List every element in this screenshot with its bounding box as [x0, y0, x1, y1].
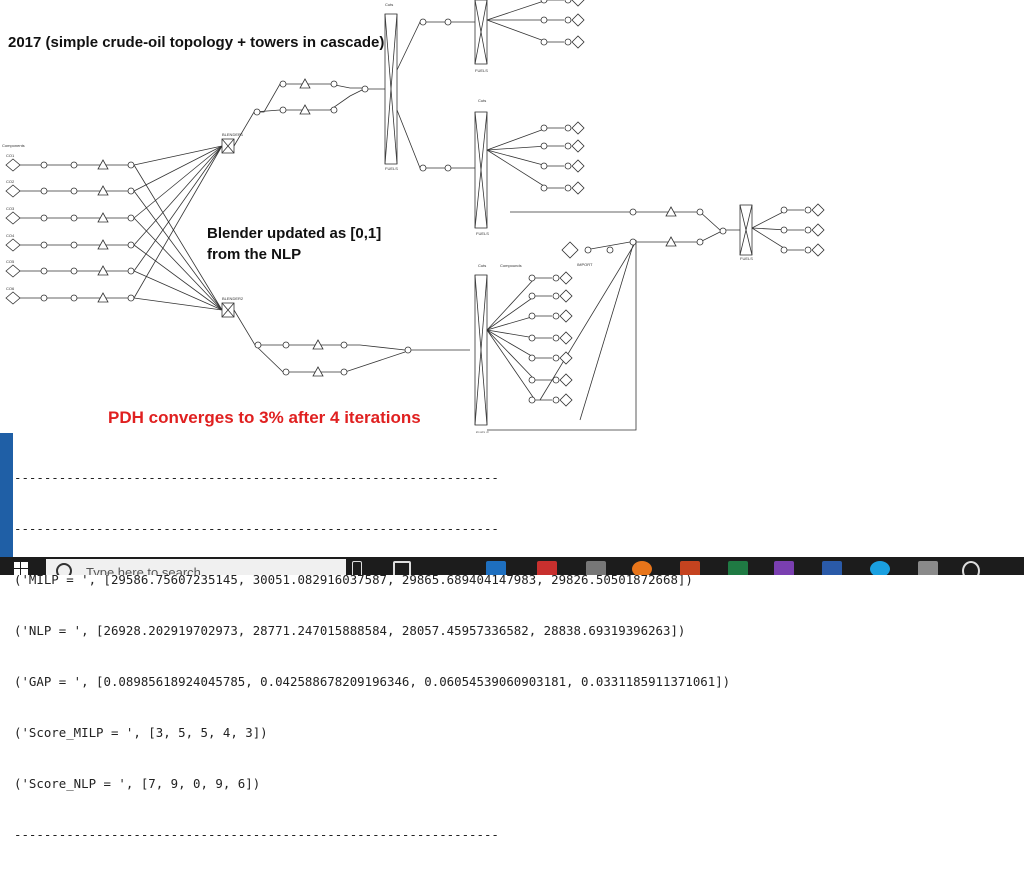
console-line: ('NLP = ', [26928.202919702973, 28771.24…: [14, 623, 686, 638]
powerpoint-icon[interactable]: [680, 561, 700, 575]
console-line: ('Score_MILP = ', [3, 5, 5, 4, 3]): [14, 725, 268, 740]
taskbar-search-box[interactable]: Type here to search: [46, 559, 346, 575]
console-line: ----------------------------------------…: [14, 827, 499, 842]
app-icon[interactable]: [962, 561, 980, 575]
svg-text:FUELS: FUELS: [476, 231, 489, 236]
component-id: CO5: [6, 259, 15, 264]
svg-text:Cuts: Cuts: [478, 98, 486, 103]
component-diamond: [5, 158, 21, 172]
microphone-icon[interactable]: [352, 561, 362, 575]
console-lines: ----------------------------------------…: [14, 435, 730, 877]
app-icon[interactable]: [586, 561, 606, 575]
console-line: ----------------------------------------…: [14, 521, 499, 536]
component-id: CO2: [6, 179, 15, 184]
svg-text:FUELS: FUELS: [740, 256, 753, 261]
compounds-label: Compounds: [500, 263, 522, 268]
component-diamond: [5, 211, 21, 225]
console-accent-bar: [0, 433, 13, 557]
process-topology-diagram: Components Cuts Cuts Cuts Compounds FUEL…: [2, 0, 825, 435]
component-diamond: [5, 184, 21, 198]
console-line: ----------------------------------------…: [14, 470, 499, 485]
blender1-label: BLENDER1: [222, 132, 244, 137]
windows-taskbar: Type here to search: [0, 557, 1024, 575]
word-icon[interactable]: [822, 561, 842, 575]
excel-icon[interactable]: [728, 561, 748, 575]
blender-note-line2: from the NLP: [207, 246, 302, 263]
blender-note-line1: Blender updated as [0,1]: [207, 225, 382, 242]
component-rows: [5, 145, 223, 311]
pdh-convergence-note: PDH converges to 3% after 4 iterations: [108, 408, 421, 427]
components-label: Components: [2, 143, 25, 148]
app-icon[interactable]: [918, 561, 938, 575]
taskbar-search-placeholder: Type here to search: [86, 565, 201, 575]
product-outlets: [486, 0, 825, 407]
skype-icon[interactable]: [870, 561, 890, 575]
fuels-label: FUELS: [475, 68, 488, 73]
slide-title-note: 2017 (simple crude-oil topology + towers…: [8, 34, 385, 51]
svg-text:FUELS: FUELS: [476, 430, 489, 435]
component-diamond: [5, 238, 21, 252]
import-label: IMPORT: [577, 262, 593, 267]
task-view-icon[interactable]: [393, 561, 411, 575]
app-icon[interactable]: [537, 561, 557, 575]
cuts-label: Cuts: [385, 2, 393, 7]
component-id: CO6: [6, 286, 15, 291]
console-line: ('GAP = ', [0.08985618924045785, 0.04258…: [14, 674, 731, 689]
component-diamond: [5, 291, 21, 305]
visual-studio-icon[interactable]: [774, 561, 794, 575]
console-line: ('Score_NLP = ', [7, 9, 0, 9, 6]): [14, 776, 261, 791]
search-icon: [56, 563, 72, 575]
component-id: CO1: [6, 153, 15, 158]
windows-start-icon[interactable]: [14, 562, 28, 575]
component-id: CO3: [6, 206, 15, 211]
blender2-label: BLENDER2: [222, 296, 244, 301]
blender-note: Blender updated as [0,1] from the NLP: [207, 223, 381, 265]
svg-text:Cuts: Cuts: [478, 263, 486, 268]
svg-text:FUELS: FUELS: [385, 166, 398, 171]
firefox-icon[interactable]: [632, 561, 652, 575]
component-id: CO4: [6, 233, 15, 238]
console-output: ----------------------------------------…: [0, 433, 1024, 842]
component-diamond: [5, 264, 21, 278]
outlook-icon[interactable]: [486, 561, 506, 575]
